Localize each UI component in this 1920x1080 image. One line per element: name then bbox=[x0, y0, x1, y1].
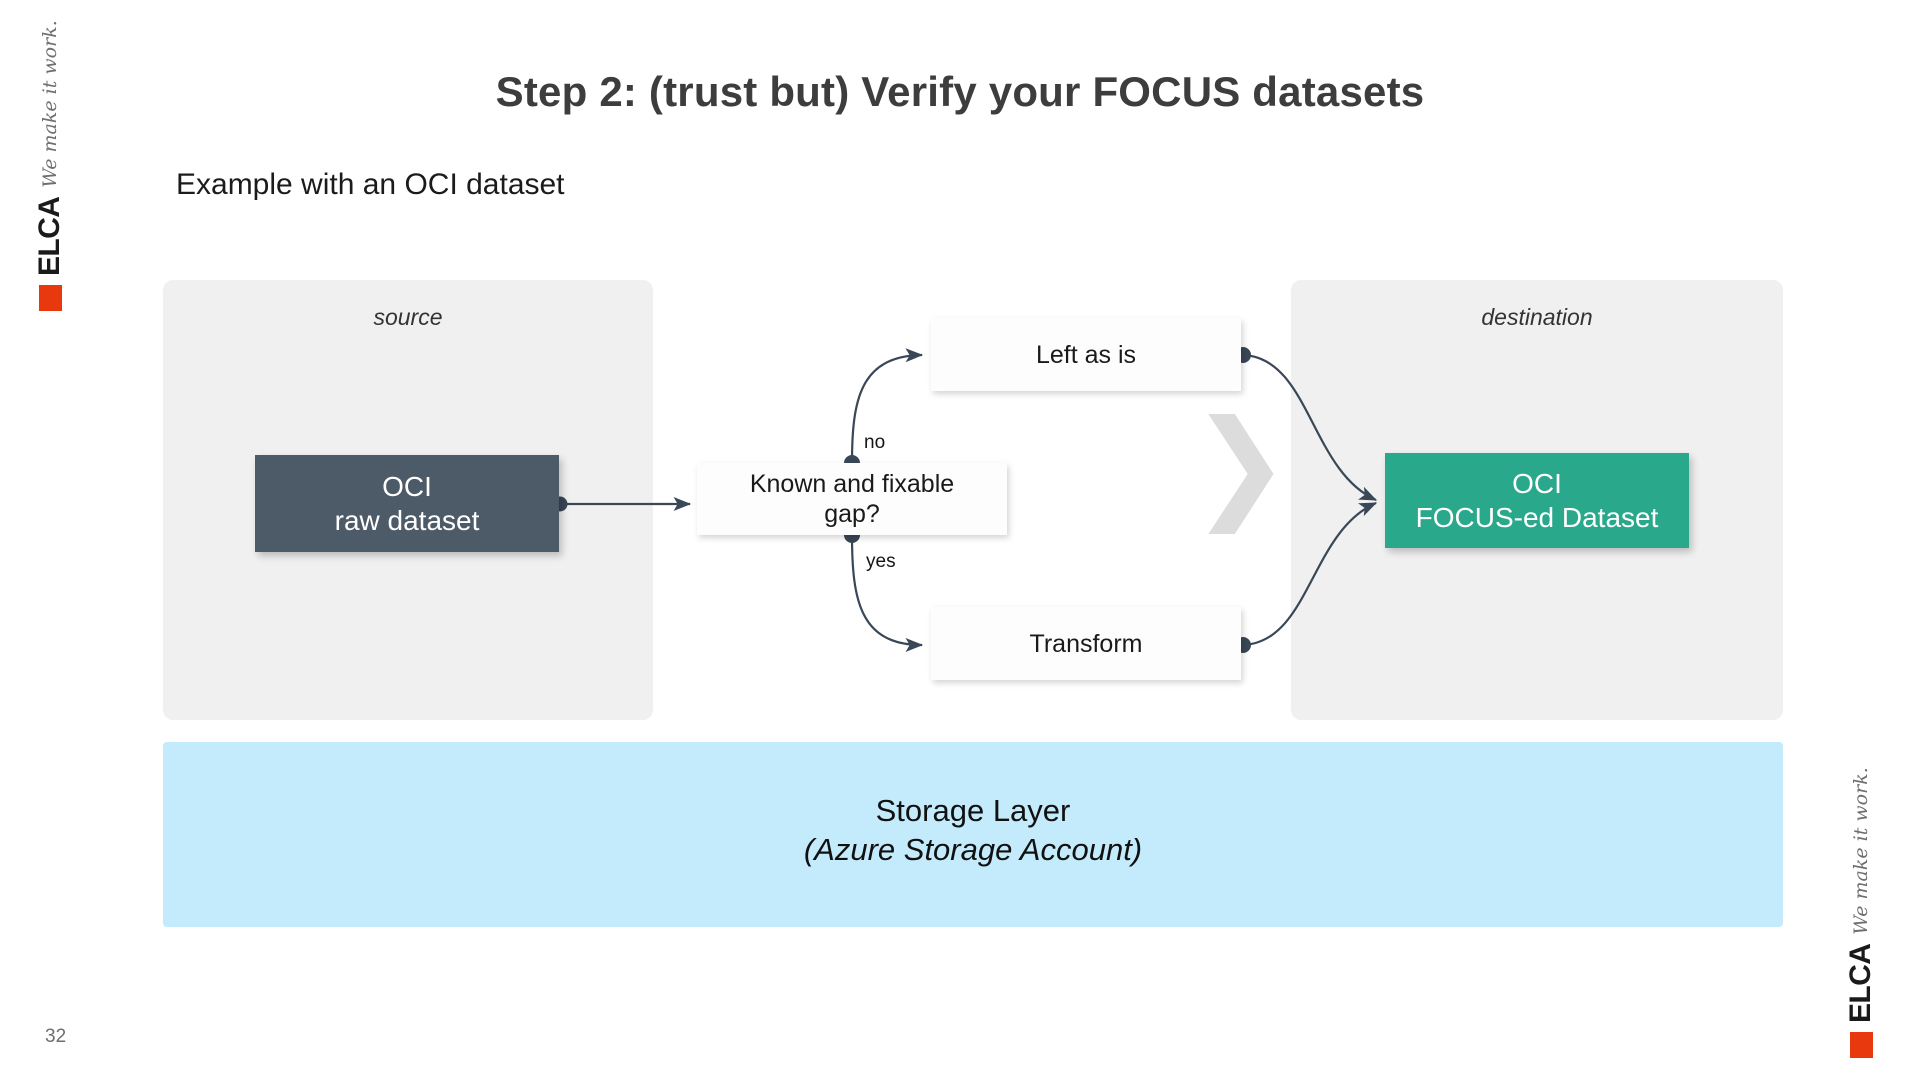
storage-layer-title: Storage Layer bbox=[875, 793, 1071, 828]
node-known-and-fixable-gap[interactable]: Known and fixable gap? bbox=[697, 463, 1007, 535]
edge-label-yes: yes bbox=[866, 551, 896, 572]
elca-tagline: We make it work. bbox=[1850, 767, 1872, 935]
storage-layer-subtitle: (Azure Storage Account) bbox=[803, 831, 1143, 867]
destination-panel-label: destination bbox=[1481, 304, 1593, 330]
node-transform-label: Transform bbox=[1029, 629, 1143, 658]
elca-tagline: We make it work. bbox=[39, 20, 61, 188]
node-oci-raw-dataset[interactable]: OCI raw dataset bbox=[255, 455, 559, 552]
chevron-right-icon: ❯ bbox=[1190, 395, 1291, 534]
node-transform[interactable]: Transform bbox=[931, 607, 1241, 680]
slide-subtitle: Example with an OCI dataset bbox=[176, 168, 565, 201]
node-focused-line1: OCI bbox=[1512, 467, 1562, 499]
source-panel-label: source bbox=[373, 304, 443, 330]
elca-red-square-icon bbox=[38, 285, 62, 311]
elca-wordmark: ELCA bbox=[1844, 943, 1877, 1023]
elca-logo-right: ELCA We make it work. bbox=[1838, 767, 1884, 1058]
elca-logo-left: ELCA We make it work. bbox=[27, 20, 73, 311]
storage-layer-band: Storage Layer (Azure Storage Account) bbox=[163, 742, 1783, 927]
node-decision-line2: gap? bbox=[824, 500, 880, 528]
node-oci-focused-dataset[interactable]: OCI FOCUS-ed Dataset bbox=[1385, 453, 1689, 548]
node-left-as-is-label: Left as is bbox=[1035, 340, 1137, 369]
node-decision-line1: Known and fixable bbox=[749, 470, 955, 498]
node-left-as-is[interactable]: Left as is bbox=[931, 318, 1241, 391]
elca-wordmark: ELCA bbox=[33, 196, 66, 276]
edge-label-no: no bbox=[864, 432, 886, 453]
page-number: 32 bbox=[45, 1026, 67, 1047]
node-focused-line2: FOCUS-ed Dataset bbox=[1415, 501, 1659, 533]
node-raw-line2: raw dataset bbox=[334, 504, 480, 536]
elca-red-square-icon bbox=[1849, 1032, 1873, 1058]
node-raw-line1: OCI bbox=[382, 470, 432, 502]
page-title: Step 2: (trust but) Verify your FOCUS da… bbox=[495, 68, 1425, 115]
